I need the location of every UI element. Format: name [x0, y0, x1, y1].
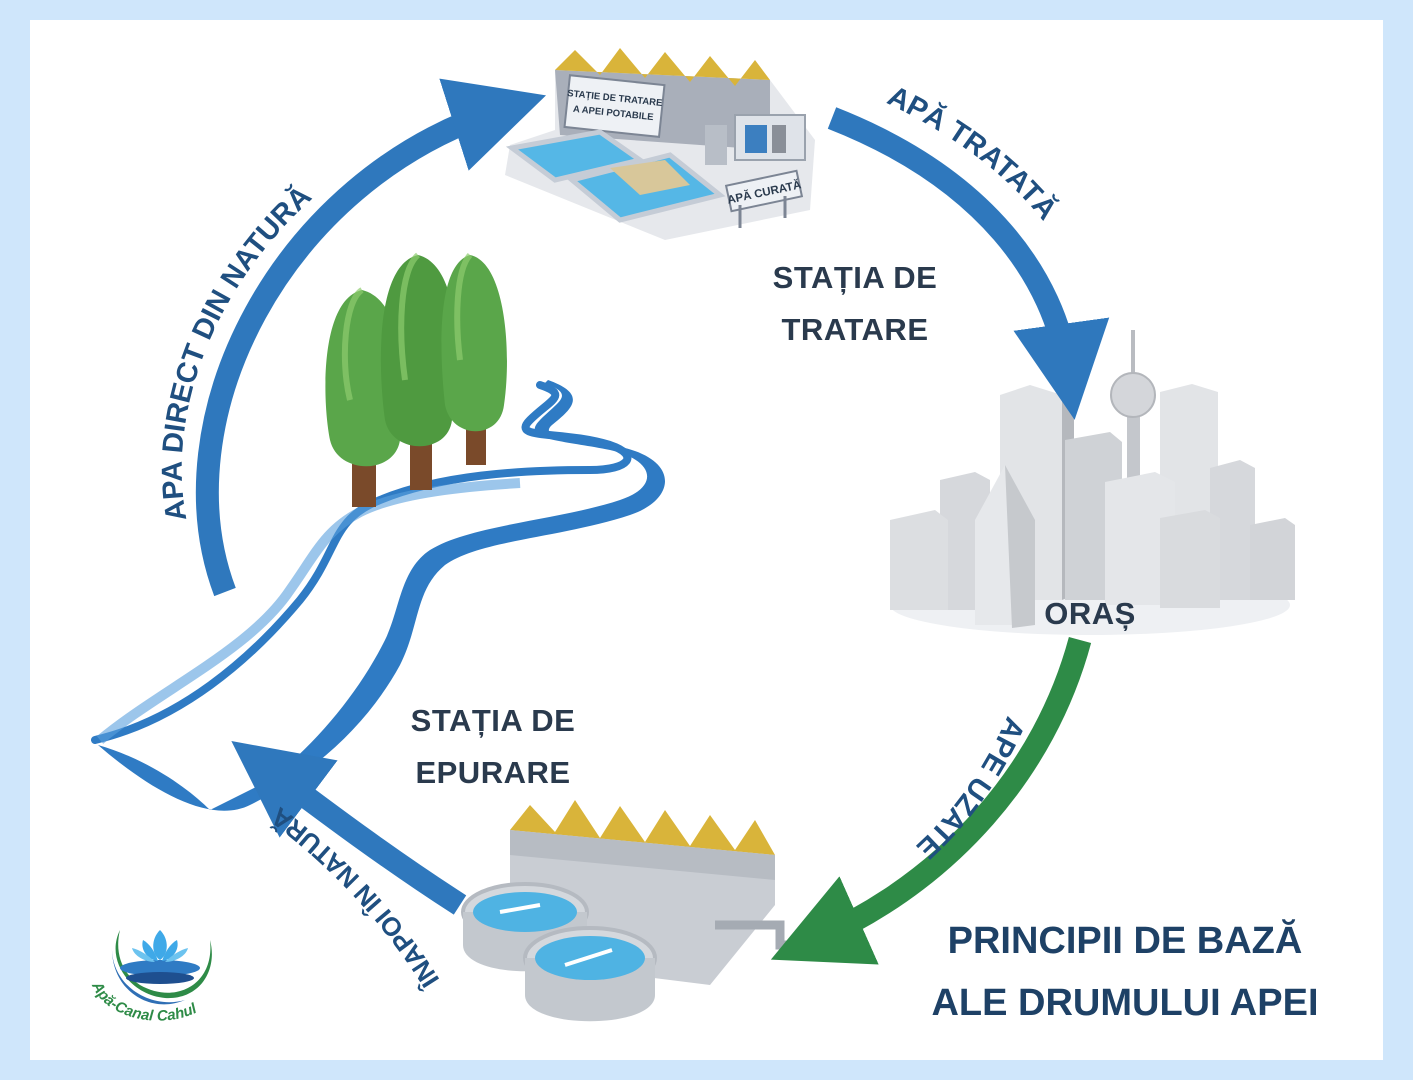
wastewater-station-label-line2: EPURARE [415, 755, 571, 790]
river-icon [91, 380, 665, 811]
logo-text-path: Apă-Canal Cahul [88, 978, 200, 1025]
trees-icon [325, 252, 507, 507]
city-icon [890, 330, 1295, 635]
arrow-city-to-wastewater [770, 637, 1092, 965]
arrow-treatment-to-city [827, 107, 1110, 420]
logo-text: Apă-Canal Cahul [88, 978, 200, 1025]
apa-canal-logo: Apă-Canal Cahul [88, 930, 212, 1025]
wastewater-station-label-line1: STAȚIA DE [410, 703, 576, 738]
page-title-line1: PRINCIPII DE BAZĂ [947, 920, 1303, 962]
page-title: PRINCIPII DE BAZĂ ALE DRUMULUI APEI [895, 910, 1355, 1034]
arrow-nature-to-treatment [195, 78, 547, 597]
wastewater-station-label: STAȚIA DE EPURARE [398, 695, 588, 799]
page-title-line2: ALE DRUMULUI APEI [931, 982, 1319, 1024]
treatment-station-label-line2: TRATARE [781, 312, 929, 347]
treatment-station-label: STAȚIA DE TRATARE [760, 252, 950, 356]
treatment-station-icon: STAȚIE DE TRATARE A APEI POTABILE APĂ CU… [505, 48, 815, 240]
arrow-back-to-nature [231, 741, 467, 915]
city-label: ORAȘ [1044, 596, 1136, 631]
treatment-station-label-line1: STAȚIA DE [772, 260, 938, 295]
wastewater-station-icon [461, 800, 795, 1022]
